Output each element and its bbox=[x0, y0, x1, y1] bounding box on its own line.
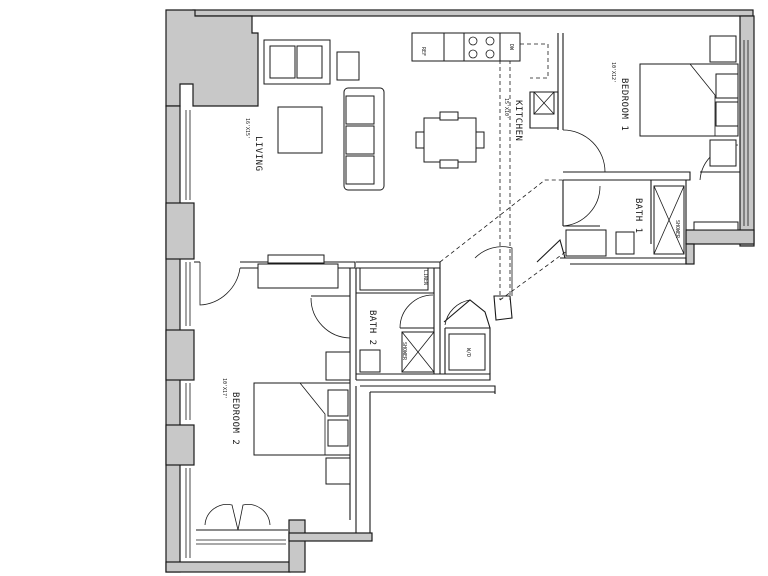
kitchen-dims: 15'X10' bbox=[503, 98, 509, 119]
bath1-label: BATH 1 bbox=[633, 198, 643, 234]
bedroom2-label: BEDROOM 2 bbox=[230, 392, 240, 445]
kitchen-fixtures bbox=[411, 32, 555, 115]
bedroom2-dims: 10'X17' bbox=[221, 378, 227, 399]
windows bbox=[185, 40, 749, 558]
bedroom2-furniture bbox=[253, 254, 351, 485]
exterior-walls bbox=[165, 9, 755, 573]
bedroom1-label: BEDROOM 1 bbox=[619, 78, 629, 131]
linen-label: LINEN bbox=[422, 270, 428, 285]
room-labels: LIVING 16'X15' KITCHEN 15'X10' BEDROOM 1… bbox=[221, 62, 643, 445]
dw-label: DW bbox=[508, 44, 514, 51]
ref-label: REF bbox=[420, 47, 426, 56]
kitchen-label: KITCHEN bbox=[513, 100, 523, 141]
bedroom1-dims: 10'X12' bbox=[610, 62, 616, 83]
shower2-label: SHOWER bbox=[401, 342, 407, 361]
fixture-labels: REF DW LINEN W/D SHOWER SHOWER bbox=[401, 44, 680, 361]
bath2-label: BATH 2 bbox=[367, 310, 377, 346]
shower1-label: SHOWER bbox=[674, 220, 680, 239]
bedroom1-furniture bbox=[639, 35, 739, 167]
bath2-fixtures bbox=[359, 267, 486, 373]
wd-label: W/D bbox=[465, 348, 471, 357]
doors bbox=[196, 129, 739, 531]
living-dims: 16'X15' bbox=[244, 118, 250, 139]
dashed-lines bbox=[439, 43, 576, 301]
living-label: LIVING bbox=[253, 136, 263, 172]
bath1-fixtures bbox=[565, 185, 739, 257]
living-furniture bbox=[263, 39, 485, 191]
